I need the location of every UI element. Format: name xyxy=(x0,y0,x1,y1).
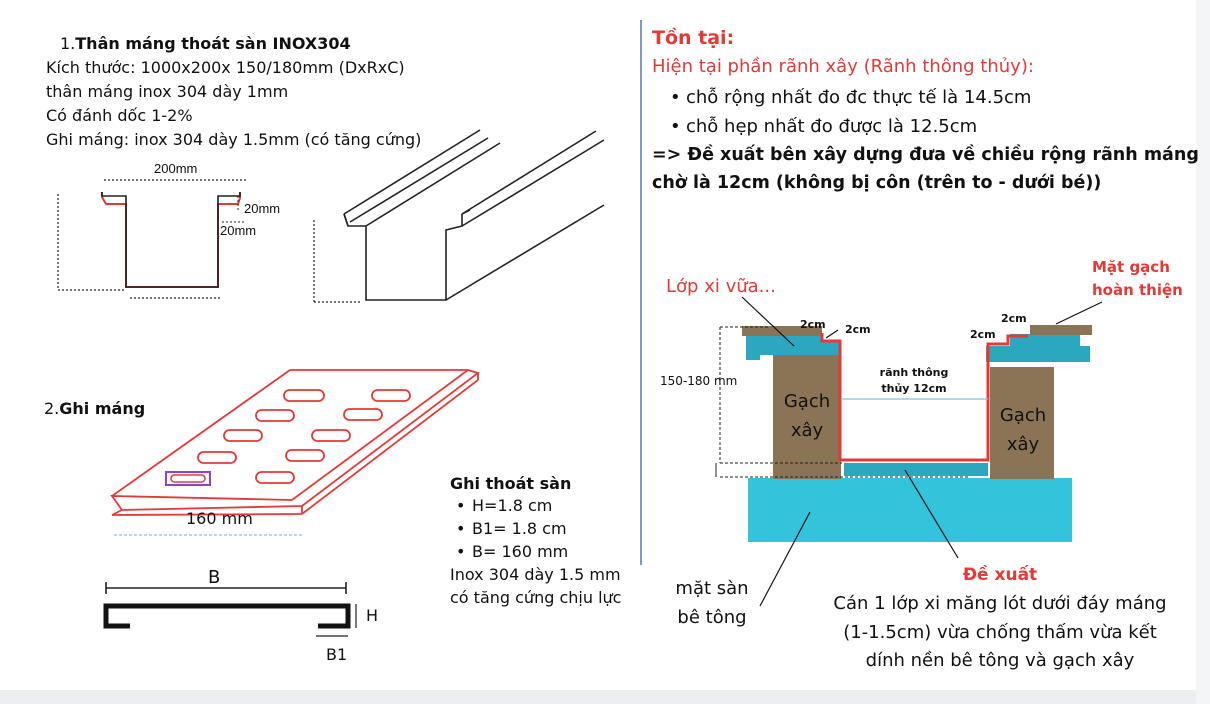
proposal-line1: Đề xuất bên xây dựng đưa về chiều rộng r… xyxy=(687,145,1199,165)
dim-height-label: 150-180 mm xyxy=(660,374,737,388)
grate-spec-item: B1= 1.8 cm xyxy=(454,517,621,540)
dim-top-label: 200mm xyxy=(154,161,197,176)
grate-spec-item: B= 160 mm xyxy=(454,540,621,563)
brick-right-label-1: Gạch xyxy=(1000,405,1046,426)
floor-label-2: bê tông xyxy=(677,607,746,628)
proposal-text-3: dính nền bê tông và gạch xây xyxy=(866,650,1135,671)
label-tile-1: Mặt gạch xyxy=(1092,258,1170,276)
dim-lip-width: 20mm xyxy=(220,223,256,238)
page-right-border xyxy=(1196,0,1210,704)
issue-heading: Tồn tại: xyxy=(652,27,735,49)
grate-spec-list: H=1.8 cm B1= 1.8 cm B= 160 mm xyxy=(454,494,621,563)
section1-number: 1. xyxy=(60,34,76,53)
issue-subheading: Hiện tại phần rãnh xây (Rãnh thông thủy)… xyxy=(652,56,1034,77)
section1-title: Thân máng thoát sàn INOX304 xyxy=(75,34,351,53)
mortar-right xyxy=(986,334,1090,362)
profile-h-label: H xyxy=(366,606,378,625)
grate-width-label: 160 mm xyxy=(186,509,253,528)
channel-3d xyxy=(343,129,605,301)
section1-heading: 1.Thân máng thoát sàn INOX304 xyxy=(60,34,351,53)
tile-left xyxy=(742,326,822,336)
left-drawings: 200mm 20mm 20mm 160 mm xyxy=(57,129,605,664)
issue-bullet: chỗ hẹp nhất đo được là 12.5cm xyxy=(668,112,1031,141)
brick-right xyxy=(990,367,1054,479)
proposal-text-1: Cán 1 lớp xi măng lót dưới đáy máng xyxy=(833,593,1166,614)
tile-right xyxy=(1030,325,1092,335)
dim-lip-height: 20mm xyxy=(244,201,280,216)
proposal-text-2: (1-1.5cm) vừa chống thấm vừa kết xyxy=(843,622,1157,643)
brick-left-label-2: xây xyxy=(791,420,824,441)
section2-number: 2. xyxy=(44,399,60,418)
proposal-prefix: => xyxy=(652,145,688,165)
channel-cross-section xyxy=(57,179,246,299)
profile-b1-label: B1 xyxy=(326,645,347,664)
highlighted-slot xyxy=(165,471,211,486)
dim-2cm-a: 2cm xyxy=(800,318,826,331)
channel-outline xyxy=(820,333,1028,462)
proposal-line2: chờ là 12cm (không bị côn (trên to - dướ… xyxy=(652,173,1102,193)
section2-heading: 2.Ghi máng xyxy=(44,399,145,418)
proposed-mortar-layer xyxy=(844,463,988,476)
brick-left-label-1: Gạch xyxy=(784,391,830,412)
grate-spec-note-2: có tăng cứng chịu lực xyxy=(450,588,622,607)
concrete-floor xyxy=(748,478,1072,542)
dim-2cm-d: 2cm xyxy=(970,328,996,341)
label-mortar: Lớp xi vữa... xyxy=(666,276,776,297)
label-tile-2: hoàn thiện xyxy=(1092,281,1183,299)
leader-lines xyxy=(741,296,1103,607)
grate-3d xyxy=(110,369,480,516)
page-bottom-border xyxy=(0,690,1210,704)
issue-bullets: chỗ rộng nhất đo đc thực tế là 14.5cm ch… xyxy=(668,83,1031,141)
grate-spec-title: Ghi thoát sàn xyxy=(450,474,572,493)
spec-grate: Ghi máng: inox 304 dày 1.5mm (có tăng cứ… xyxy=(46,130,422,149)
spec-slope: Có đánh dốc 1-2% xyxy=(46,106,193,125)
dim-2cm-b: 2cm xyxy=(845,323,871,336)
grate-spec-item: H=1.8 cm xyxy=(454,494,621,517)
channel-label-2: thủy 12cm xyxy=(881,382,946,395)
section-divider xyxy=(640,20,642,565)
grate-spec-note-1: Inox 304 dày 1.5 mm xyxy=(450,565,621,584)
grate-slots xyxy=(197,389,411,484)
floor-label-1: mặt sàn xyxy=(675,578,748,599)
dim-2cm-c: 2cm xyxy=(1001,312,1027,325)
grate-profile xyxy=(103,582,357,637)
spec-body-thickness: thân máng inox 304 dày 1mm xyxy=(46,82,289,101)
issue-bullet: chỗ rộng nhất đo đc thực tế là 14.5cm xyxy=(668,83,1031,112)
brick-left xyxy=(773,355,841,479)
spec-size: Kích thước: 1000x200x 150/180mm (DxRxC) xyxy=(46,58,405,77)
channel-label-1: rãnh thông xyxy=(880,366,949,379)
proposal-text: => Đề xuất bên xây dựng đưa về chiều rộn… xyxy=(652,141,1199,197)
proposal-title: Đề xuất xyxy=(963,564,1037,585)
brick-right-label-2: xây xyxy=(1007,434,1040,455)
grate-spec: Ghi thoát sàn H=1.8 cm B1= 1.8 cm B= 160… xyxy=(450,474,621,609)
profile-b-label: B xyxy=(208,567,220,588)
section2-title: Ghi máng xyxy=(59,399,146,418)
mortar-left xyxy=(746,334,840,360)
